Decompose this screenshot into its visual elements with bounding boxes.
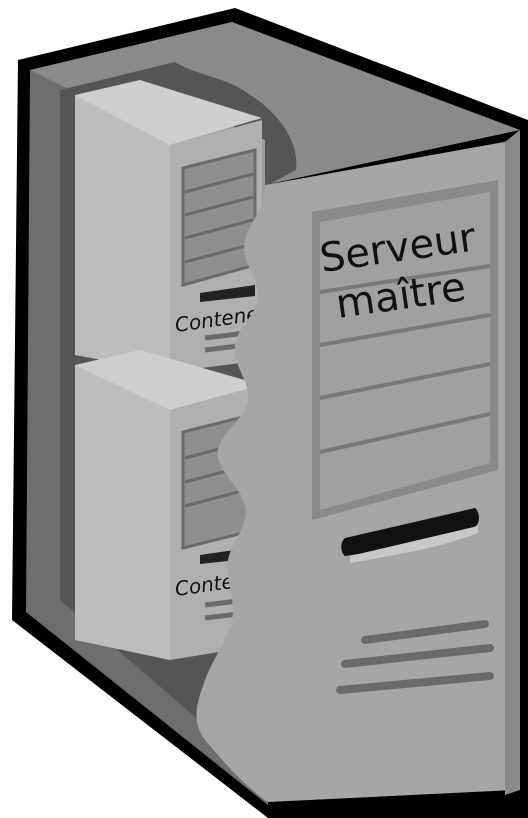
container-bottom-body — [75, 365, 170, 660]
container-top-bays — [183, 150, 255, 285]
master-right-edge — [505, 130, 520, 795]
